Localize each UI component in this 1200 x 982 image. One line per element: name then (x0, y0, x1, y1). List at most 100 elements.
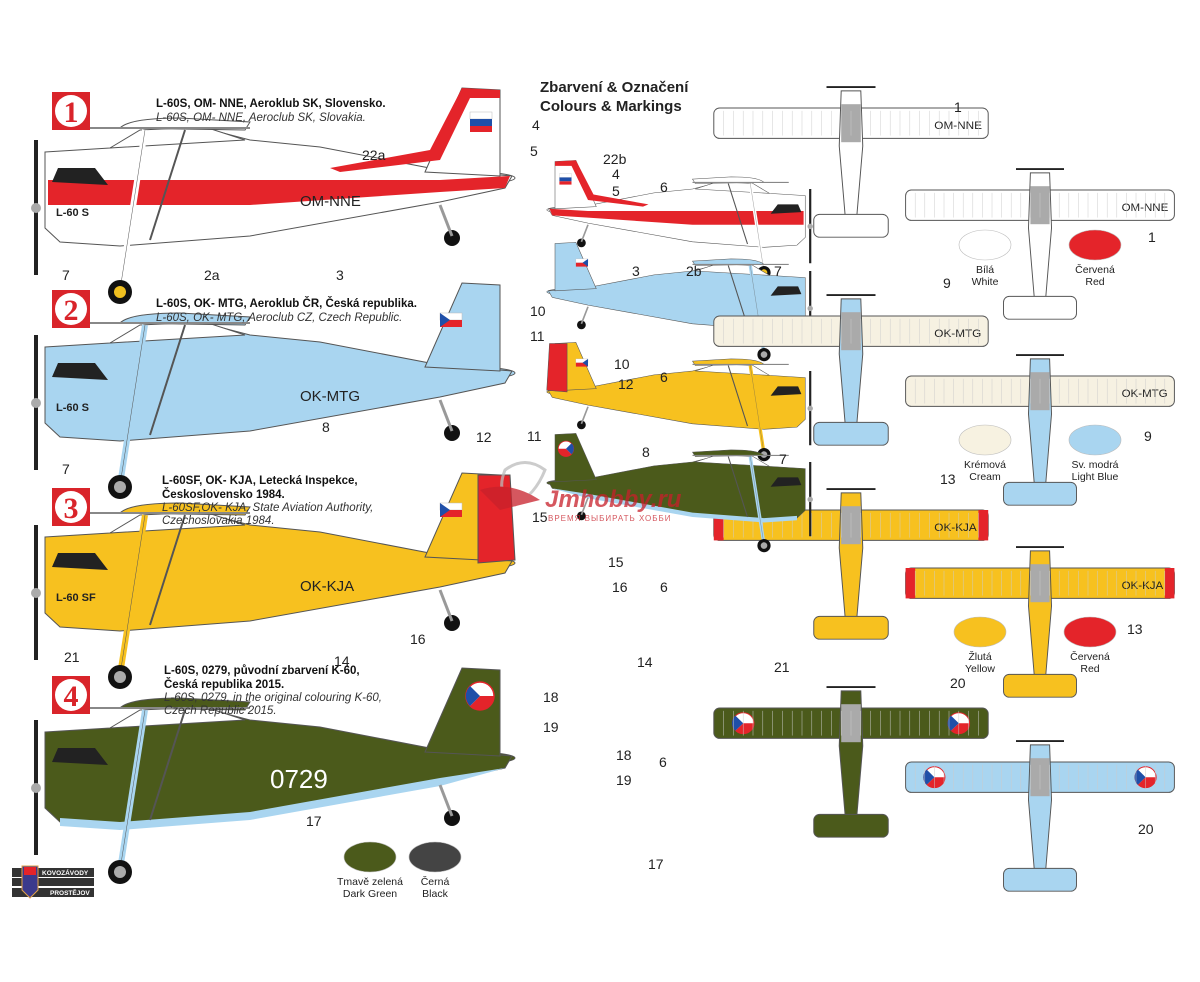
flag-white (469, 111, 493, 120)
fin (554, 433, 597, 483)
swatch-label-en: Cream (969, 471, 1001, 483)
callout-number: 7 (62, 461, 70, 477)
tail-wheel-leg (580, 224, 589, 243)
swatch-label-cz: Bílá (976, 264, 994, 276)
wing-strut (149, 514, 186, 626)
callout-number: 2b (686, 263, 702, 279)
kovozavody-logo: KOVOZÁVODY PROSTĚJOV (12, 865, 94, 899)
tail-wheel-leg (580, 306, 589, 325)
strut-outline (750, 456, 765, 545)
wheel-hub (760, 451, 768, 458)
scheme-3-title-cz-1: L-60SF, OK- KJA, Letecká Inspekce, (162, 475, 358, 487)
swatch-label-cz: Černá (421, 875, 450, 888)
callout-number: 21 (64, 649, 80, 665)
callout-number: 20 (950, 675, 966, 691)
callout-number: 3 (336, 267, 344, 283)
wing-registration: OK-MTG (934, 328, 981, 340)
tail-wheel (577, 511, 586, 521)
top-view-2: OK-MTG (713, 294, 989, 446)
roundel-blue (465, 686, 480, 706)
anti-glare-panel (52, 553, 108, 570)
roundel-blue (1134, 769, 1146, 785)
tailplane-planform (1003, 867, 1077, 892)
callout-number: 2a (204, 267, 220, 283)
callout-number: 16 (410, 631, 426, 647)
anti-glare-panel (770, 286, 802, 296)
logo-text-1: KOVOZÁVODY (42, 868, 89, 877)
swatch-label-en: Light Blue (1072, 471, 1119, 483)
swatch-chip (1068, 229, 1122, 261)
roundel-red (926, 777, 945, 789)
flag-band (575, 362, 588, 367)
tail-wheel-leg (580, 406, 589, 425)
scheme-3-title-cz-2: Československo 1984. (162, 488, 285, 501)
callout-number: 15 (608, 554, 624, 570)
wing-strut (149, 709, 186, 821)
swatch-label-cz: Červená (1070, 650, 1110, 663)
flag-red (559, 181, 572, 185)
type-mark: L-60 S (56, 402, 89, 414)
callout-number: 4 (612, 166, 620, 182)
callout-number: 6 (660, 579, 668, 595)
swatch-chip (408, 841, 462, 873)
callout-number: 20 (1138, 821, 1154, 837)
belly-stripe (60, 768, 505, 830)
anti-glare-panel (52, 748, 108, 765)
strut-outline (119, 324, 146, 486)
swatch-chip (958, 424, 1012, 456)
type-mark: L-60 SF (56, 592, 96, 604)
swatch-chip (343, 841, 397, 873)
anti-glare-panel (770, 204, 802, 214)
flag-band (559, 177, 572, 182)
scheme-badge-2: 2 (52, 290, 90, 328)
svg-text:ВРЕМЯ ВЫБИРАТЬ ХОББИ: ВРЕМЯ ВЫБИРАТЬ ХОББИ (548, 514, 672, 523)
flag-red (470, 126, 492, 132)
callout-number: 7 (62, 267, 70, 283)
scheme-3-title-en-1: L-60SF,OK- KJA, State Aviation Authority… (162, 502, 373, 514)
flag-triangle (440, 503, 450, 517)
callout-number: 1 (1148, 229, 1156, 245)
swatch-label-en: Red (1085, 276, 1104, 288)
wheel-hub (114, 866, 126, 878)
callout-number: 1 (954, 99, 962, 115)
scheme-badge-1: 1 (52, 92, 90, 130)
strut-outline (119, 709, 146, 871)
callout-number: 21 (774, 659, 790, 675)
tailplane-planform (813, 615, 889, 640)
tail-wheel-leg (438, 204, 454, 237)
tail-wheel-leg (580, 497, 589, 516)
callout-number: 10 (614, 356, 630, 372)
spinner (807, 223, 813, 230)
fin (554, 242, 597, 292)
tail-wheel (577, 320, 586, 330)
callout-number: 16 (612, 579, 628, 595)
bottom-view-4 (905, 740, 1175, 892)
wing-strut (727, 456, 749, 518)
swatch-label-cz: Sv. modrá (1071, 459, 1118, 471)
swatch-chip (953, 616, 1007, 648)
scheme-4-title-cz-2: Česká republika 2015. (164, 678, 284, 691)
callout-number: 19 (616, 772, 632, 788)
tail-wheel (577, 420, 586, 430)
wheel-hub (114, 481, 126, 493)
callout-number: 18 (616, 747, 632, 763)
wing-registration: OK-KJA (934, 522, 977, 534)
tail-wheel (444, 230, 460, 246)
spinner (807, 305, 813, 312)
callout-number: 15 (532, 509, 548, 525)
svg-text:2: 2 (64, 294, 79, 327)
strut-outline (750, 365, 765, 454)
logo-text-2: PROSTĚJOV (50, 888, 90, 897)
side-profile-right-1 (546, 160, 813, 280)
strut-outline (750, 183, 765, 272)
callout-number: 11 (530, 328, 545, 344)
roundel-blue (923, 769, 935, 785)
scheme-badge-3: 3 (52, 488, 90, 526)
callout-number: 13 (940, 471, 956, 487)
callout-number: 4 (532, 117, 540, 133)
side-profile-right-4 (546, 433, 813, 553)
